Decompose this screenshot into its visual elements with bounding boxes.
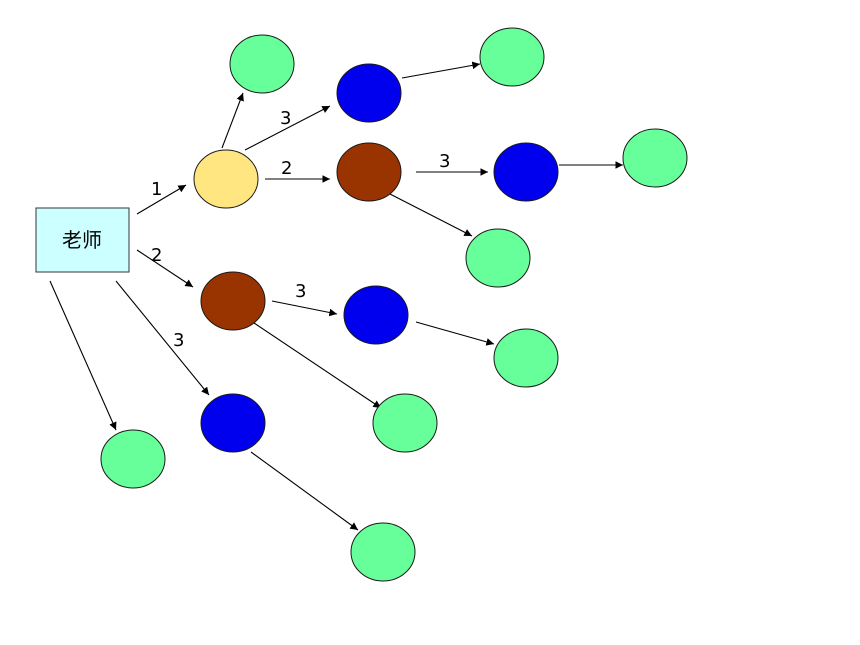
edge-root-to-green-bottomleft [49, 280, 117, 431]
edge-blue-lower-to-green-bottom [250, 451, 359, 531]
node-brown-lower [200, 271, 266, 331]
node-green-bottomleft [100, 429, 166, 489]
node-brown-upper [336, 142, 402, 202]
root-node-label: 老师 [62, 228, 102, 252]
node-green-lower [372, 393, 438, 453]
node-blue-lower [200, 393, 266, 453]
edge-brown-lower-to-green-lower [253, 322, 382, 409]
node-green-topright [479, 27, 545, 87]
edge-label-3-brown-upper: 3 [439, 151, 450, 172]
node-blue-mid [493, 142, 559, 202]
node-green-bottom [350, 522, 416, 582]
edge-label-3-root: 3 [173, 330, 184, 351]
node-yellow [193, 149, 259, 209]
edge-brown-upper-to-green-mid [389, 193, 473, 237]
root-node-box [35, 207, 130, 273]
edge-root-to-blue-lower [115, 280, 210, 396]
node-green-mid [465, 228, 531, 288]
edge-label-3-yellow: 3 [280, 108, 291, 129]
edge-brown-lower-to-blue-lower-mid [271, 300, 338, 317]
nodes: 老师 [35, 27, 688, 582]
node-blue-top [336, 63, 402, 123]
edges [49, 61, 623, 531]
node-green-top [229, 34, 295, 94]
edge-root-to-brown-lower [136, 249, 194, 288]
edge-label-2-yellow: 2 [281, 158, 292, 179]
edge-label-3-brown-lower: 3 [295, 281, 306, 302]
node-green-right [622, 128, 688, 188]
edge-blue-top-to-green-topright [401, 61, 481, 79]
edge-label-1: 1 [151, 179, 162, 200]
node-green-right2 [493, 328, 559, 388]
edge-labels: 1 2 3 3 2 3 3 [151, 108, 450, 351]
node-blue-lower-mid [343, 285, 409, 345]
edge-root-to-yellow [136, 184, 187, 215]
edge-blue-lower-mid-to-green-right2 [415, 321, 495, 346]
edge-yellow-to-blue-top [244, 105, 331, 151]
edge-yellow-to-green-top [221, 92, 244, 149]
edge-label-2-root: 2 [151, 245, 162, 266]
